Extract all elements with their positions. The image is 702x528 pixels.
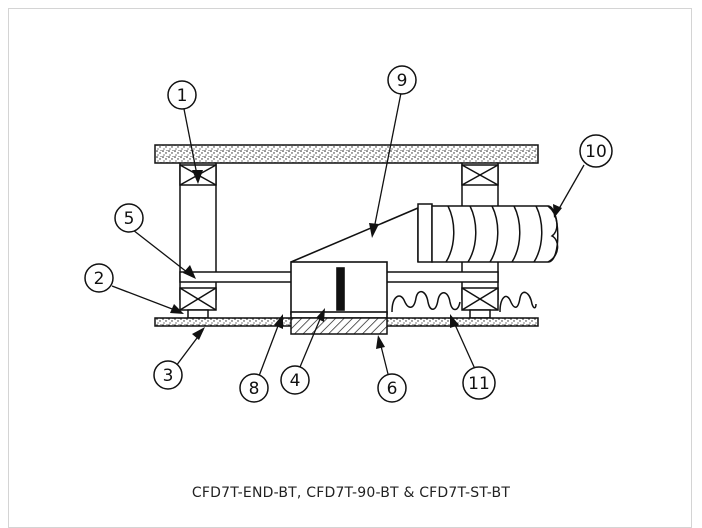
callout-11: 11	[462, 366, 496, 400]
damper-housing	[290, 261, 388, 319]
callout-11-label: 11	[468, 374, 490, 394]
callout-2-label: 2	[94, 269, 105, 289]
arrowheads	[170, 170, 562, 349]
callout-8-label: 8	[249, 379, 260, 399]
callout-4: 4	[280, 365, 310, 395]
inlet-collar	[417, 203, 433, 263]
callout-5: 5	[114, 203, 144, 233]
callout-1: 1	[167, 80, 197, 110]
callout-5-label: 5	[124, 209, 135, 229]
callout-6: 6	[377, 373, 407, 403]
callout-9: 9	[387, 65, 417, 95]
left-lower-block	[179, 287, 217, 319]
installation-diagram: 1 2 3 4 5 6 8 9 10 11	[84, 65, 613, 403]
insulation	[391, 290, 537, 313]
figure-caption: CFD7T-END-BT, CFD7T-90-BT & CFD7T-ST-BT	[191, 485, 511, 501]
upper-slab	[154, 144, 539, 164]
transition-cone	[290, 206, 419, 263]
callout-10-label: 10	[585, 142, 607, 162]
callout-2: 2	[84, 263, 114, 293]
callout-4-label: 4	[290, 371, 301, 391]
callout-8: 8	[239, 373, 269, 403]
callout-6-label: 6	[387, 379, 398, 399]
callout-3: 3	[153, 360, 183, 390]
flex-duct	[431, 205, 559, 263]
grille	[290, 317, 388, 335]
callout-3-label: 3	[163, 366, 174, 386]
callout-9-label: 9	[397, 71, 408, 91]
callout-1-label: 1	[177, 86, 188, 106]
right-lower-block	[461, 287, 499, 319]
callout-10: 10	[579, 134, 613, 168]
